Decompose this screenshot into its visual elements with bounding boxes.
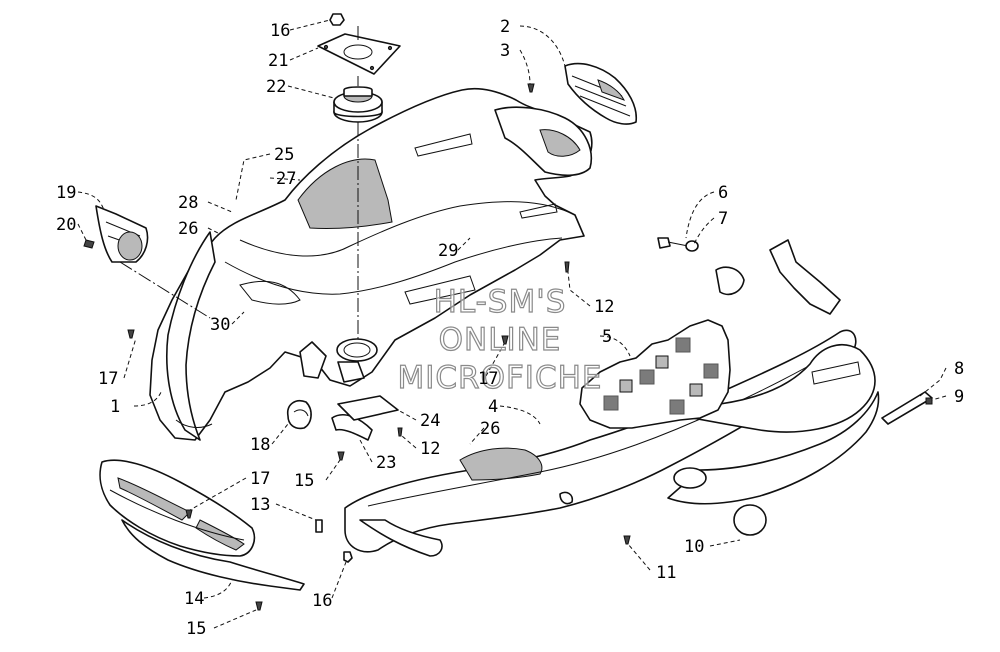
callout-15: 15 xyxy=(294,471,314,491)
steering-boot xyxy=(83,205,149,263)
watermark-line-3: MICROFICHE xyxy=(398,360,603,396)
callout-3: 3 xyxy=(500,41,510,61)
callout-14: 14 xyxy=(184,589,204,609)
leader-lines xyxy=(77,19,947,629)
callout-15: 15 xyxy=(186,619,206,639)
vent-grille xyxy=(564,62,638,125)
callout-16: 16 xyxy=(270,21,290,41)
callout-6: 6 xyxy=(718,183,728,203)
screw-3 xyxy=(527,83,535,93)
belly-pan-assembly xyxy=(149,87,593,441)
callout-20: 20 xyxy=(56,215,76,235)
callout-24: 24 xyxy=(420,411,440,431)
callout-30: 30 xyxy=(210,315,230,335)
callout-10: 10 xyxy=(684,537,704,557)
callout-4: 4 xyxy=(488,397,498,417)
hose-clamp xyxy=(286,400,312,430)
callout-19: 19 xyxy=(56,183,76,203)
callout-12: 12 xyxy=(594,297,614,317)
callout-29: 29 xyxy=(438,241,458,261)
callout-1: 1 xyxy=(110,397,120,417)
callout-labels: 16 21 22 2 3 25 27 19 20 28 26 6 7 29 12… xyxy=(56,17,964,639)
bolt-6 xyxy=(657,237,689,249)
callout-22: 22 xyxy=(266,77,286,97)
callout-7: 7 xyxy=(718,209,728,229)
callout-18: 18 xyxy=(250,435,270,455)
cover-plug xyxy=(733,504,767,536)
watermark-line-2: ONLINE xyxy=(439,322,562,358)
side-panel-assembly xyxy=(344,239,880,557)
callout-5: 5 xyxy=(602,327,612,347)
callout-26: 26 xyxy=(480,419,500,439)
mounting-plate xyxy=(317,33,401,75)
callout-21: 21 xyxy=(268,51,288,71)
callout-13: 13 xyxy=(250,495,270,515)
callout-17: 17 xyxy=(98,369,118,389)
callout-8: 8 xyxy=(954,359,964,379)
name-plate xyxy=(881,391,933,425)
callout-16: 16 xyxy=(312,591,332,611)
watermark-line-1: HL-SM'S xyxy=(434,284,567,320)
front-bumper xyxy=(99,459,305,591)
callout-2: 2 xyxy=(500,17,510,37)
callout-25: 25 xyxy=(274,145,294,165)
grommet xyxy=(333,86,383,123)
callout-26: 26 xyxy=(178,219,198,239)
callout-28: 28 xyxy=(178,193,198,213)
callout-23: 23 xyxy=(376,453,396,473)
callout-12: 12 xyxy=(420,439,440,459)
callout-27: 27 xyxy=(276,169,296,189)
watermark: HL-SM'S ONLINE MICROFICHE xyxy=(397,283,603,396)
callout-9: 9 xyxy=(954,387,964,407)
callout-17: 17 xyxy=(478,369,498,389)
callout-11: 11 xyxy=(656,563,676,583)
nut-16-top xyxy=(329,13,345,26)
cover-plate-24 xyxy=(337,395,399,421)
callout-17: 17 xyxy=(250,469,270,489)
bracket-23 xyxy=(331,414,373,441)
